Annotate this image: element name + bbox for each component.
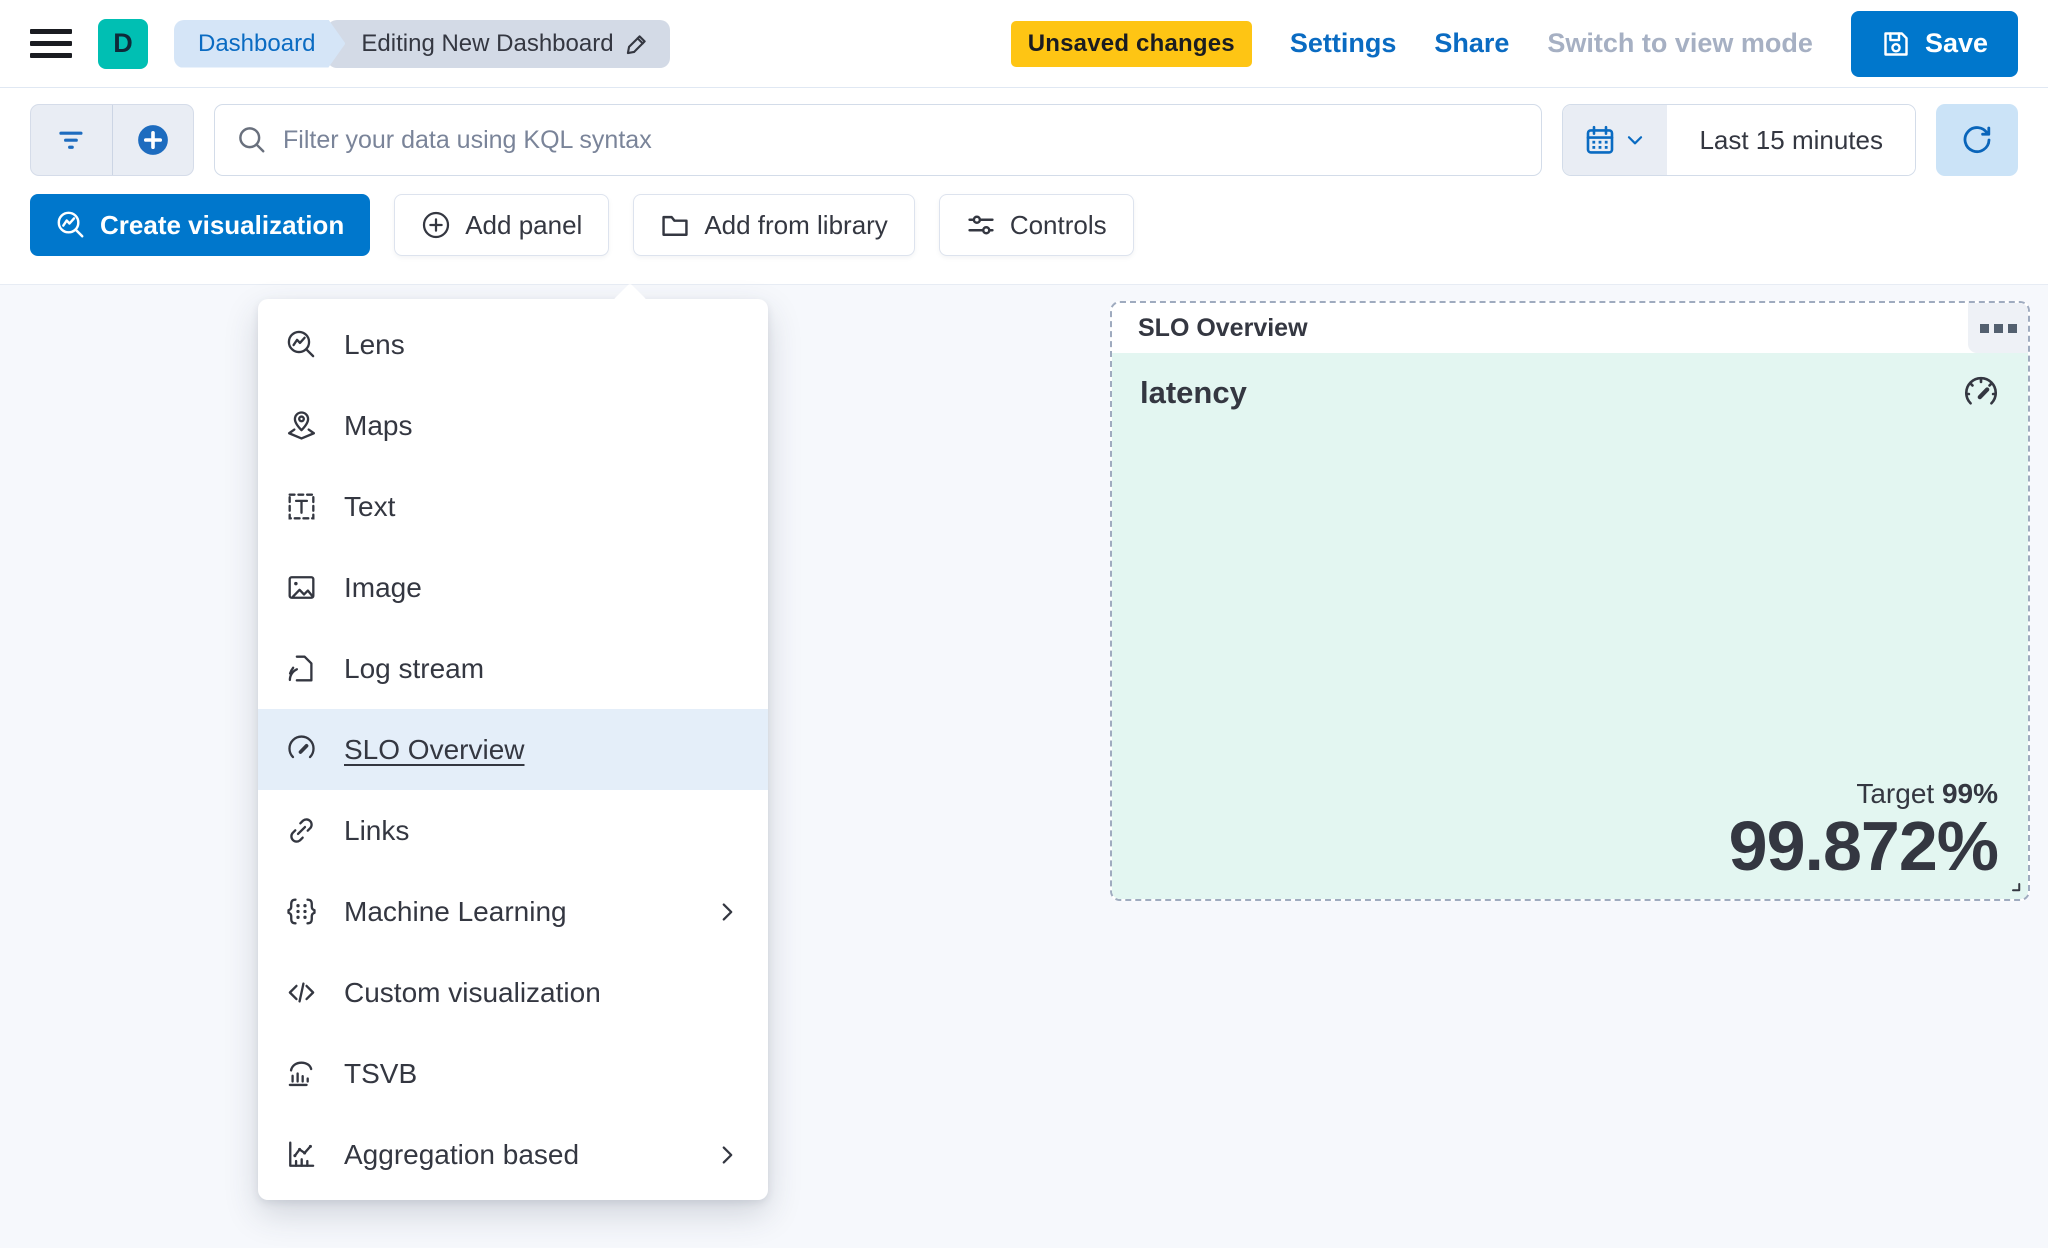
menu-item-slo-overview[interactable]: SLO Overview (258, 709, 768, 790)
plus-circle-icon (421, 210, 451, 240)
add-panel-button[interactable]: Add panel (394, 194, 610, 256)
time-range-value[interactable]: Last 15 minutes (1667, 105, 1915, 175)
menu-item-aggregation-based[interactable]: Aggregation based (258, 1114, 768, 1195)
query-bar: Last 15 minutes (0, 88, 2048, 190)
link-icon (286, 815, 317, 846)
filter-icon (55, 123, 89, 157)
sliders-icon (966, 210, 996, 240)
save-floppy-icon (1881, 29, 1911, 59)
add-filter-button[interactable] (112, 105, 193, 175)
lens-icon (286, 329, 317, 360)
slo-value: 99.872% (1728, 806, 1999, 885)
calendar-icon (1584, 124, 1616, 156)
chevron-right-icon (714, 899, 740, 925)
resize-handle-icon[interactable] (2003, 874, 2023, 894)
menu-item-custom-visualization[interactable]: Custom visualization (258, 952, 768, 1033)
kql-search-input[interactable] (283, 125, 1520, 155)
gauge-icon (1962, 375, 2000, 413)
dashboard-canvas: Lens Maps (0, 283, 2048, 1248)
breadcrumb-current-page[interactable]: Editing New Dashboard (327, 19, 670, 68)
breadcrumb-dashboard[interactable]: Dashboard (174, 20, 345, 68)
menu-item-log-stream[interactable]: Log stream (258, 628, 768, 709)
slo-panel-body: latency Target 99% 99.872% (1112, 353, 2028, 899)
time-picker: Last 15 minutes (1562, 104, 1916, 176)
text-icon (286, 491, 317, 522)
chevron-down-icon (1624, 129, 1646, 151)
aggregation-icon (286, 1139, 317, 1170)
log-stream-icon (286, 653, 317, 684)
menu-hamburger-icon[interactable] (30, 23, 72, 65)
add-from-library-button[interactable]: Add from library (633, 194, 915, 256)
menu-item-text[interactable]: Text (258, 466, 768, 547)
lens-icon (56, 210, 86, 240)
app-logo[interactable]: D (98, 18, 148, 69)
slo-overview-panel[interactable]: SLO Overview latency Target 99% 99.872% (1110, 301, 2030, 901)
menu-item-tsvb[interactable]: TSVB (258, 1033, 768, 1114)
refresh-button[interactable] (1936, 104, 2018, 176)
slo-metrics: Target 99% 99.872% (1728, 777, 1999, 885)
save-button[interactable]: Save (1850, 10, 2018, 77)
boxes-horizontal-icon (1979, 323, 1989, 333)
topbar-actions: Unsaved changes Settings Share Switch to… (1010, 10, 2018, 77)
menu-item-lens[interactable]: Lens (258, 304, 768, 385)
gauge-icon (286, 734, 317, 765)
refresh-icon (1961, 124, 1993, 156)
calendar-menu-button[interactable] (1563, 105, 1668, 175)
chevron-right-icon (714, 1142, 740, 1168)
pencil-icon (624, 31, 650, 57)
menu-item-maps[interactable]: Maps (258, 385, 768, 466)
settings-link[interactable]: Settings (1289, 28, 1397, 58)
panel-title: SLO Overview (1138, 313, 1308, 342)
panel-context-menu-button[interactable] (1968, 303, 2028, 353)
filter-controls (30, 104, 194, 176)
menu-item-machine-learning[interactable]: Machine Learning (258, 871, 768, 952)
tsvb-icon (286, 1058, 317, 1089)
machine-learning-icon (286, 896, 317, 927)
share-link[interactable]: Share (1434, 28, 1510, 58)
breadcrumb-current-label: Editing New Dashboard (361, 29, 614, 57)
top-navigation-bar: D Dashboard Editing New Dashboard Unsave… (0, 0, 2048, 88)
folder-icon (660, 210, 690, 240)
image-icon (286, 572, 317, 603)
menu-item-image[interactable]: Image (258, 547, 768, 628)
search-icon (237, 125, 267, 155)
panel-header: SLO Overview (1112, 303, 2028, 353)
unsaved-changes-badge: Unsaved changes (1010, 20, 1252, 67)
slo-name: latency (1140, 375, 1247, 410)
breadcrumb: Dashboard Editing New Dashboard (174, 19, 670, 68)
switch-to-view-mode-link[interactable]: Switch to view mode (1547, 28, 1813, 58)
filter-button[interactable] (31, 105, 112, 175)
plus-circle-filled-icon (136, 123, 170, 157)
code-icon (286, 977, 317, 1008)
controls-button[interactable]: Controls (938, 194, 1134, 256)
menu-item-links[interactable]: Links (258, 790, 768, 871)
create-visualization-button[interactable]: Create visualization (30, 194, 371, 256)
dashboard-actions-bar: Create visualization Add panel Add from … (0, 190, 2048, 276)
maps-icon (286, 410, 317, 441)
add-panel-menu: Lens Maps (258, 283, 768, 1200)
kql-search-box (214, 104, 1543, 176)
slo-target: Target 99% (1856, 777, 1998, 809)
